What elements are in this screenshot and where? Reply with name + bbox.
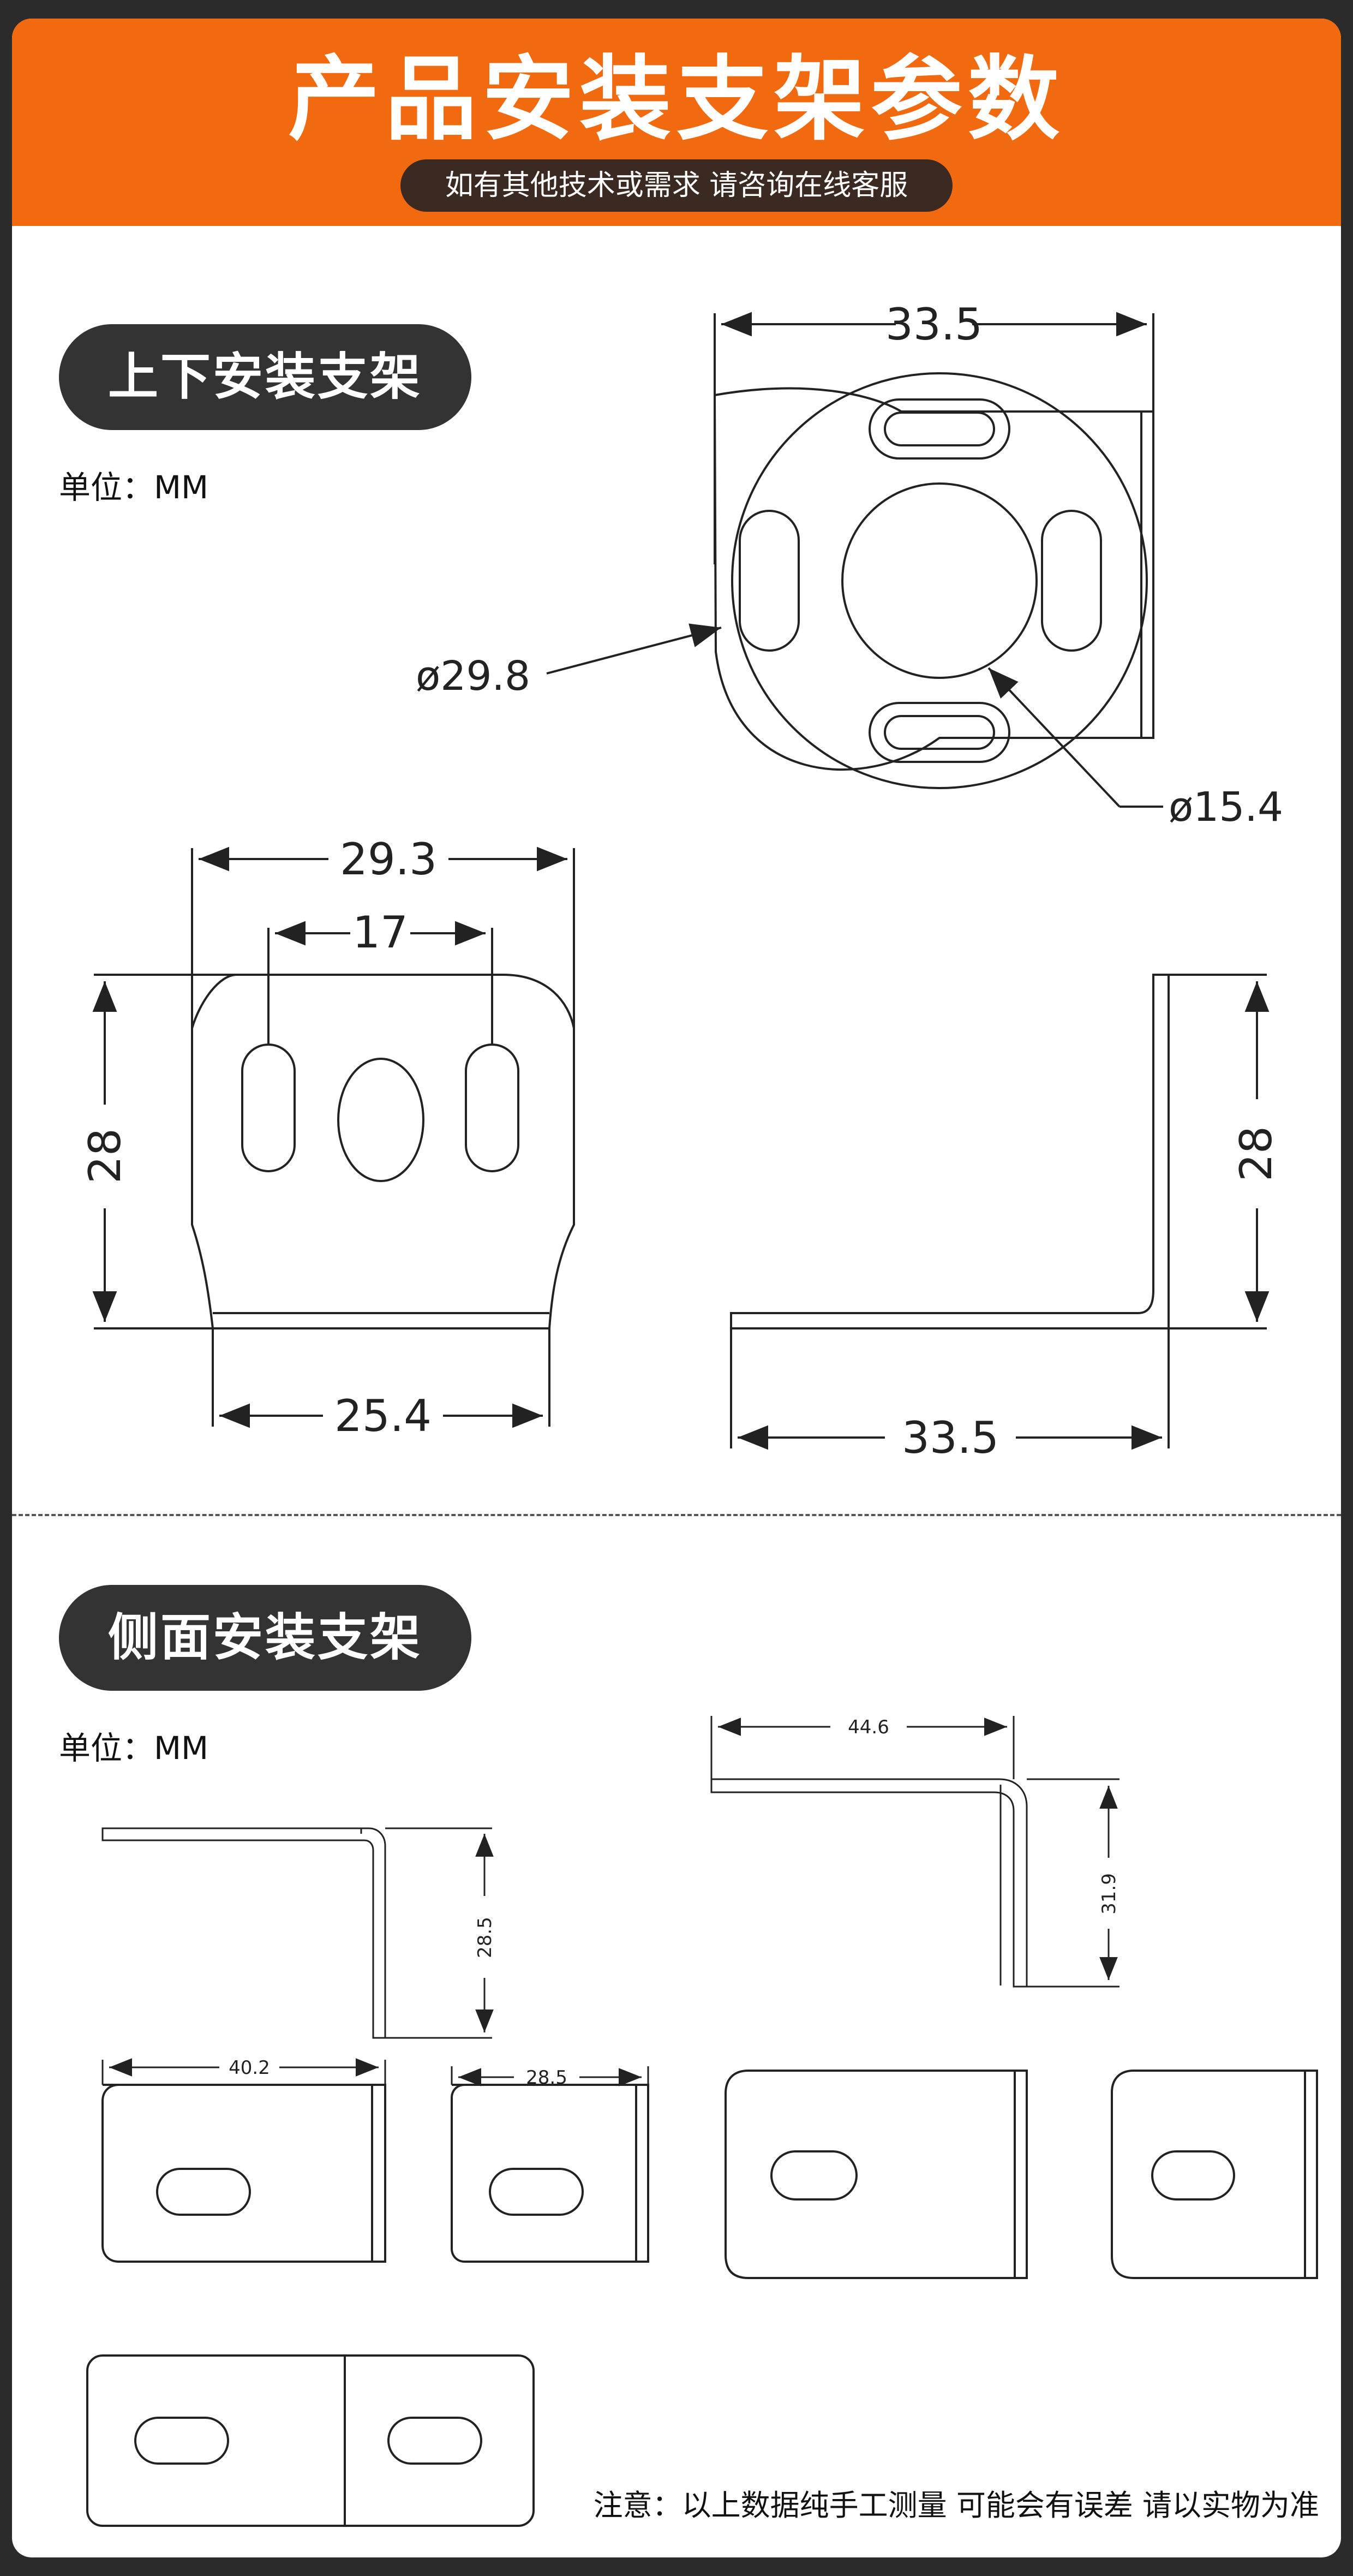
front-view-dimensions xyxy=(92,846,575,1428)
dim-side-bottom: 33.5 xyxy=(902,1412,999,1463)
side-small-profile-dims xyxy=(385,1827,494,2039)
plate-c xyxy=(725,2070,1028,2279)
dim-slot-spacing: 17 xyxy=(352,907,408,958)
front-view-bracket xyxy=(191,974,575,1329)
page-title: 产品安装支架参数 xyxy=(288,46,1065,153)
side-view-profile xyxy=(730,974,1170,1329)
measurement-note: 注意：以上数据纯手工测量 可能会有误差 请以实物为准 xyxy=(593,2488,1319,2523)
plate-e xyxy=(86,2354,535,2527)
dim-front-bottom: 25.4 xyxy=(334,1391,432,1441)
dim-large-profile-width: 44.6 xyxy=(848,1716,889,1738)
section-title-top-mount: 上下安装支架 xyxy=(59,324,471,430)
plate-b-dims xyxy=(451,2066,649,2086)
top-view-bracket xyxy=(713,372,1154,789)
side-small-profile xyxy=(101,1827,386,2039)
dim-top-width: 33.5 xyxy=(885,299,983,350)
side-view-dimensions xyxy=(730,974,1270,1450)
section-title-side-mount: 侧面安装支架 xyxy=(59,1585,471,1691)
plate-d xyxy=(1111,2070,1318,2279)
section-divider xyxy=(12,1514,1341,1516)
top-view-dimensions xyxy=(546,312,1163,808)
side-large-profile xyxy=(710,1778,1028,1988)
content-canvas: 产品安装支架参数 如有其他技术或需求 请咨询在线客服 上下安装支架 单位：MM xyxy=(12,19,1341,2557)
dim-front-width: 29.3 xyxy=(340,834,437,885)
dim-front-height: 28 xyxy=(80,1128,130,1184)
header-banner: 产品安装支架参数 如有其他技术或需求 请咨询在线客服 xyxy=(12,19,1341,226)
side-large-profile-dims xyxy=(710,1716,1119,1988)
dim-plate-b-width: 28.5 xyxy=(526,2067,567,2089)
dim-outer-diameter: ø29.8 xyxy=(416,653,530,700)
plate-b xyxy=(451,2084,649,2263)
dim-large-profile-height: 31.9 xyxy=(1098,1873,1120,1915)
dim-plate-a-width: 40.2 xyxy=(229,2057,270,2079)
plate-a xyxy=(101,2084,386,2263)
dim-inner-diameter: ø15.4 xyxy=(1169,784,1283,831)
plate-a-dims xyxy=(101,2058,386,2085)
unit-label-side: 单位：MM xyxy=(59,1730,209,1767)
dim-side-height: 28 xyxy=(1231,1126,1282,1182)
unit-label-top: 单位：MM xyxy=(59,469,209,506)
dim-small-profile-height: 28.5 xyxy=(474,1917,496,1958)
contact-subtitle: 如有其他技术或需求 请咨询在线客服 xyxy=(400,159,953,212)
technical-drawing: 33.5 ø29.8 ø15.4 29.3 17 28 25.4 28 33.5… xyxy=(80,299,1318,2527)
